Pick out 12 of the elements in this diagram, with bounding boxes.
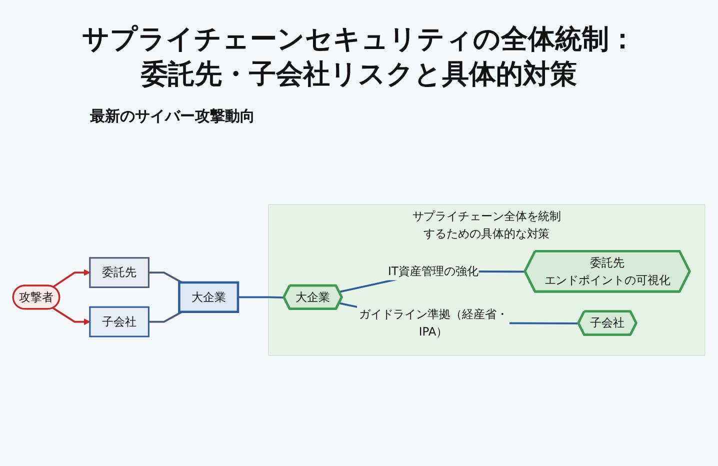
arrow	[52, 307, 90, 326]
node-box: 委託先	[89, 257, 150, 288]
connector	[238, 296, 284, 299]
node-box: 大企業	[178, 282, 240, 314]
arrow	[52, 269, 90, 288]
node-box: 子会社	[89, 306, 150, 338]
edge-label: IT資産管理の強化	[388, 264, 479, 278]
connector	[148, 272, 182, 284]
edge-label: ガイドライン準拠（経産省・IPA）	[358, 308, 508, 338]
diagram-title: サプライチェーンセキュリティの全体統制：委託先・子会社リスクと具体的対策	[81, 23, 637, 92]
connector	[148, 311, 182, 323]
section-heading: 最新のサイバー攻撃動向	[90, 107, 255, 126]
